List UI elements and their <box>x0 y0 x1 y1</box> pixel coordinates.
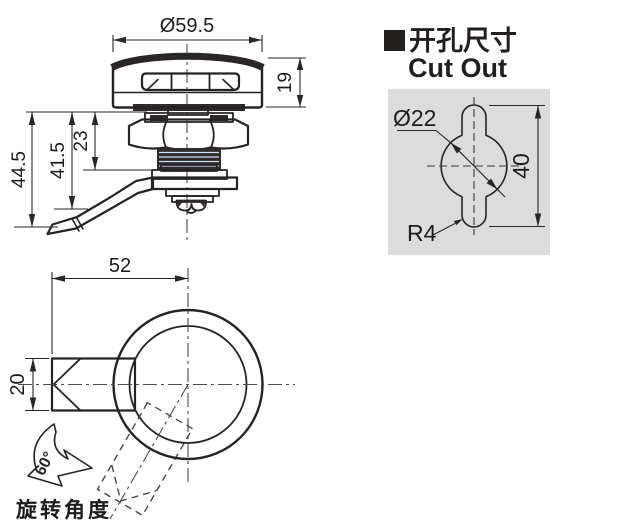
dim-arrow <box>249 36 262 44</box>
dim-overall-label: 44.5 <box>9 151 30 188</box>
dimension-diameter: Ø59.5 <box>112 15 263 52</box>
threaded-stem <box>157 148 221 170</box>
dimension-corner-radius: R4 <box>407 219 463 246</box>
rotation-arrow-icon <box>27 423 93 487</box>
dim-corner-radius-label: R4 <box>407 220 437 246</box>
dim-arrow <box>296 95 304 107</box>
end-nut-shadow-right <box>199 201 206 207</box>
dim-diameter-lines <box>112 35 263 52</box>
end-nut-shadow-left <box>177 201 184 207</box>
dim-arrow <box>52 275 65 282</box>
hex-nut-facet-left <box>162 119 168 149</box>
cam-plate <box>150 176 239 191</box>
neck-boss-shadow <box>169 108 207 111</box>
stem-step <box>160 164 218 172</box>
cutout-panel <box>388 89 550 255</box>
dim-arrow <box>68 112 76 125</box>
dim-arrow <box>28 214 36 227</box>
dim-arrow <box>29 358 37 372</box>
dim-r4-leader <box>431 223 456 236</box>
ghost-outline <box>96 401 194 517</box>
rotation-centerline <box>109 384 189 520</box>
dimension-heights: 44.5 41.5 23 <box>9 111 152 228</box>
dim-arrow <box>175 275 188 282</box>
cam-lever-arm <box>46 176 155 236</box>
lever-bend-ticks <box>71 216 84 232</box>
thread-body <box>157 148 221 170</box>
cutout-section: 开孔尺寸 Cut Out Ø22 40 R4 <box>384 26 550 255</box>
dim-plate-label: 23 <box>71 130 92 151</box>
end-nut-tip <box>185 209 197 214</box>
top-washer <box>144 112 234 123</box>
washer-shadow-left <box>150 115 168 121</box>
cutout-heading-en: Cut Out <box>408 53 507 83</box>
rotation-indicator: 60° 旋转角度 <box>15 423 112 522</box>
cam-lever <box>46 176 155 236</box>
thread-lines <box>159 151 219 167</box>
hex-nut <box>127 118 250 152</box>
dim-hole-label: Ø22 <box>393 105 436 131</box>
dim-arrow <box>296 58 304 70</box>
dimension-cutout-height: 40 <box>489 104 545 228</box>
dim-arrow <box>91 157 99 170</box>
dim-arrow <box>450 142 462 154</box>
dimension-length: 52 <box>51 255 188 354</box>
dim-arrow <box>28 112 36 125</box>
washer-shadow-right <box>210 115 228 121</box>
top-view: 52 20 60° 旋转角度 <box>7 255 295 522</box>
dimension-handle-width: 20 <box>7 357 49 412</box>
section-marker-icon <box>384 30 405 51</box>
mount-washer <box>151 169 228 180</box>
dim-arrow <box>29 397 37 411</box>
dimension-hole-diameter: Ø22 <box>393 105 506 198</box>
dim-overall-lines <box>14 112 58 228</box>
front-view: Ø59.5 19 44.5 41.5 23 <box>9 15 306 242</box>
rotation-label-zh: 旋转角度 <box>15 498 112 522</box>
dim-arrow <box>113 36 126 44</box>
dim-40-lines <box>489 104 545 228</box>
dim-arrow <box>534 105 542 119</box>
hex-nut-facet-right <box>209 119 215 149</box>
dim-arrow <box>534 213 542 227</box>
grip-dividers <box>170 72 211 91</box>
dim-arrow <box>453 219 463 226</box>
knob-head <box>110 52 265 109</box>
dim-cutout-height-label: 40 <box>508 153 534 179</box>
dim-arrow <box>486 178 498 190</box>
dim-handle-width-label: 20 <box>7 373 29 395</box>
cutout-heading-zh: 开孔尺寸 <box>409 26 517 56</box>
cutout-shape <box>440 104 508 228</box>
dimension-head-height: 19 <box>266 57 306 108</box>
knob-top-band <box>110 52 265 71</box>
grip-chamfers <box>147 78 234 90</box>
dim-lever-label: 41.5 <box>48 142 69 179</box>
grip-recess <box>140 72 241 92</box>
dim-arrow <box>91 112 99 125</box>
dim-diameter-label: Ø59.5 <box>160 15 214 37</box>
dim-head-height-label: 19 <box>275 72 296 93</box>
lower-collar <box>171 195 214 203</box>
end-nut-lobes <box>175 199 207 212</box>
dim-arrow <box>68 196 76 209</box>
dim-length-label: 52 <box>109 255 131 277</box>
dim-lever-lines <box>54 112 88 210</box>
dim-52-lines <box>51 272 188 354</box>
end-nut <box>175 199 207 214</box>
